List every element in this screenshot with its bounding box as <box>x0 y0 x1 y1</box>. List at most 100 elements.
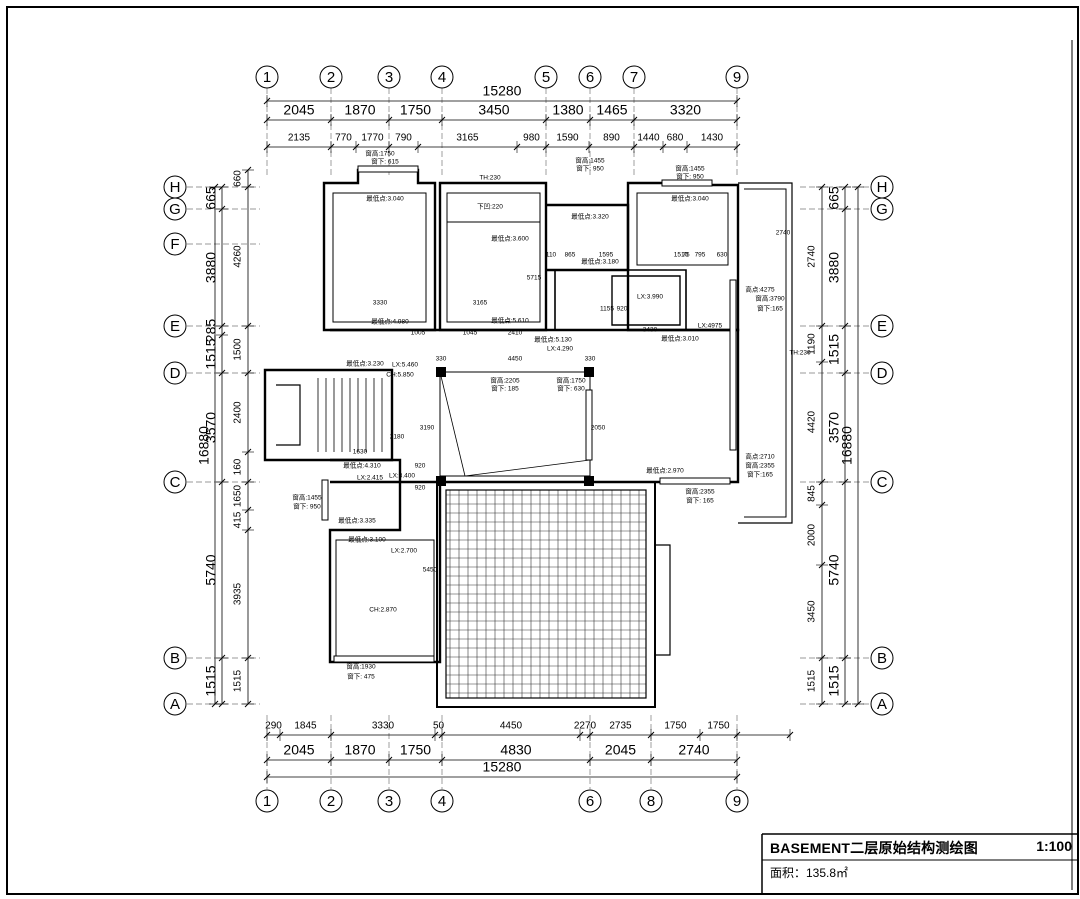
dim-top-detail-label: 1770 <box>361 133 384 144</box>
dim-bottom-detail-label: 2270 <box>574 721 597 732</box>
dim-bottom-main-label: 1870 <box>344 742 375 758</box>
dim-bottom-detail-label: 50 <box>433 721 445 732</box>
plan-annotation: 630 <box>717 252 728 259</box>
plan-annotation: 330 <box>585 356 596 363</box>
plan-annotation: 3430 <box>643 327 658 334</box>
plan-annotation: 窗高:1750 <box>365 149 395 158</box>
grid-bubble-right: E <box>877 318 887 335</box>
grid-bubble-right: A <box>877 696 887 713</box>
title-block-lines <box>761 833 1078 894</box>
dim-top-main-label: 3450 <box>478 102 509 118</box>
dim-left-main-label: 3570 <box>203 412 219 443</box>
grid-bubble-left-circle <box>163 361 187 385</box>
window <box>333 655 435 663</box>
grid-bubble-top: 3 <box>385 69 393 86</box>
grid-bubble-bottom-circle <box>725 789 749 813</box>
plan-annotation: 330 <box>436 356 447 363</box>
dim-top-main-label: 1870 <box>344 102 375 118</box>
plan-annotation: 窗下: 165 <box>686 496 714 505</box>
lower-left-wall <box>328 458 442 664</box>
window <box>661 179 713 187</box>
dim-top-detail-label: 2135 <box>288 133 311 144</box>
plan-annotation: 3190 <box>420 425 435 432</box>
plan-annotation: TH:230 <box>479 175 501 182</box>
plan-annotation: 窗下: 950 <box>676 172 704 181</box>
column <box>436 367 446 377</box>
plan-annotation: 最低点:3.320 <box>571 212 609 221</box>
dim-left-detail-label: 3935 <box>233 582 244 605</box>
small-room-a <box>554 269 687 331</box>
dim-left-detail-label: 160 <box>233 458 244 475</box>
plan-annotation: 窗下: 185 <box>491 384 519 393</box>
grid-bubble-left: E <box>170 318 180 335</box>
dim-bottom-detail-label: 1750 <box>664 721 687 732</box>
grid-bubble-bottom-circle <box>578 789 602 813</box>
plan-annotation: 920 <box>415 485 426 492</box>
column <box>584 476 594 486</box>
grid-bubble-right-circle <box>870 470 894 494</box>
dim-right-main-label: 3570 <box>826 412 842 443</box>
plan-annotation: 1045 <box>463 330 478 337</box>
dim-left-main-label: 665 <box>203 186 219 210</box>
grid-bubble-bottom: 8 <box>647 793 655 810</box>
grid-bubble-top: 4 <box>438 69 446 86</box>
plan-annotation: 高点:2710 <box>745 452 775 461</box>
dim-right-main-label: 665 <box>826 186 842 210</box>
window <box>585 389 593 461</box>
plan-annotation: 3330 <box>373 300 388 307</box>
grid-bubble-top-circle <box>725 65 749 89</box>
grid-bubble-right: D <box>877 365 888 382</box>
grid-bubble-right-circle <box>870 314 894 338</box>
plan-annotation: 窗高:1750 <box>556 376 586 385</box>
dim-left-detail-label: 415 <box>233 511 244 528</box>
grid-bubble-bottom-circle <box>639 789 663 813</box>
dim-left-detail-label: 1650 <box>233 484 244 507</box>
plan-annotation: 最低点:3.040 <box>366 194 404 203</box>
plan-annotation: 795 <box>695 252 706 259</box>
plan-annotation: 5715 <box>527 275 542 282</box>
dim-bottom-detail-label: 1750 <box>707 721 730 732</box>
grid-bubble-bottom-circle <box>319 789 343 813</box>
plan-annotation: CH:5.850 <box>386 372 414 379</box>
plan-annotation: LX:4975 <box>698 323 723 330</box>
windows <box>321 165 737 663</box>
dim-bottom-detail-label: 3330 <box>372 721 395 732</box>
plan-annotation: TH:230 <box>789 350 811 357</box>
grid-bubble-top-circle <box>622 65 646 89</box>
plan-annotation: CH:2.870 <box>369 607 397 614</box>
dim-right-main-label: 3880 <box>826 252 842 283</box>
dim-top-detail-label: 790 <box>395 133 412 144</box>
plan-annotation: 最低点:4.980 <box>371 317 409 326</box>
plan-annotation: 下凹:220 <box>477 203 503 211</box>
grid-bubble-bottom-circle <box>377 789 401 813</box>
plan-annotation: 窗下: 475 <box>347 672 375 681</box>
small-room-b <box>611 275 681 326</box>
grid-bubble-top: 7 <box>630 69 638 86</box>
plan-annotation: 920 <box>415 463 426 470</box>
dim-right-detail-label: 4420 <box>807 410 818 433</box>
stair-enclosure <box>263 368 394 462</box>
plan-annotation: 高点:4275 <box>745 285 775 294</box>
dim-top-main-label: 1465 <box>596 102 627 118</box>
plan-annotation: 最低点:4.310 <box>343 461 381 470</box>
grid-bubble-left: F <box>170 236 179 253</box>
dim-bottom-main-label: 2045 <box>605 742 636 758</box>
terrace-tiles <box>445 489 647 699</box>
grid-bubble-bottom: 3 <box>385 793 393 810</box>
walls <box>263 168 793 708</box>
plan-annotation: 最低点:5.130 <box>534 335 572 344</box>
dim-left-main-label: 1515 <box>203 665 219 696</box>
drawing-area: 面积：135.8㎡ <box>770 866 849 880</box>
grid-bubble-top: 2 <box>327 69 335 86</box>
grid-bubble-top: 6 <box>586 69 594 86</box>
dim-right-detail-label: 2000 <box>807 523 818 546</box>
grid-bubble-left-circle <box>163 692 187 716</box>
grid-bubble-bottom-circle <box>255 789 279 813</box>
dim-top-main-label: 1380 <box>552 102 583 118</box>
room-3-inner <box>636 192 729 266</box>
dim-top-detail-label: 890 <box>603 133 620 144</box>
dim-right-detail-label: 1515 <box>807 669 818 692</box>
grid-bubble-top-circle <box>578 65 602 89</box>
dim-bottom-main-label: 2740 <box>678 742 709 758</box>
